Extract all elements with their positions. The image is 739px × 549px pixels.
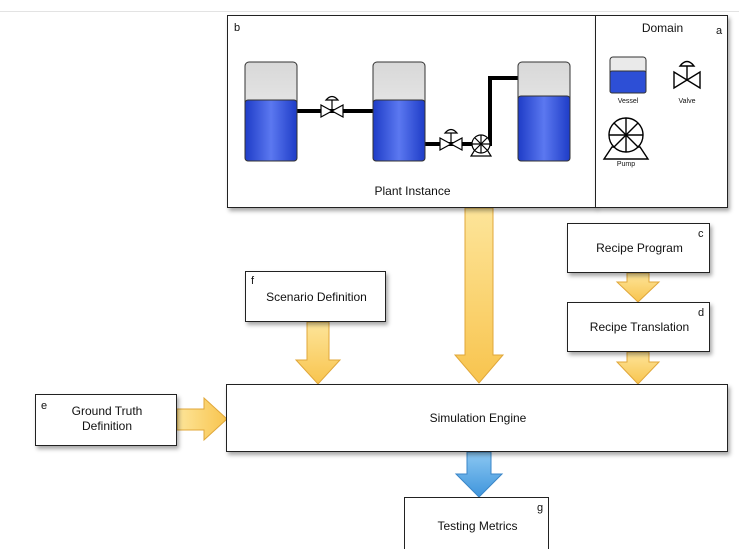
domain-pump-label: Pump [616,161,636,168]
recipe-program-letter: c [698,228,704,240]
domain-icons [602,56,701,160]
simulation-engine-label: Simulation Engine [429,411,527,425]
plant-instance-box: b Plant Instance [227,15,596,208]
domain-pump-icon [602,117,650,160]
testing-metrics-box: Testing Metrics g [404,497,549,549]
arrow-groundtruth-to-engine [176,396,228,442]
arrow-translation-to-engine [615,351,661,385]
domain-valve-label: Valve [678,98,696,105]
domain-letter: a [716,25,723,37]
scenario-definition-letter: f [251,275,255,287]
simulation-engine-box: Simulation Engine [226,384,728,452]
pump-icon [469,134,493,157]
domain-vessel-label: Vessel [617,98,639,105]
domain-vessel-icon [609,56,647,94]
vessel-1-icon [244,61,298,162]
ground-truth-box: Ground Truth Definition e [35,394,177,446]
plant-letter: b [234,22,241,34]
vessel-2-icon [372,61,426,162]
arrow-program-to-translation [615,272,661,303]
recipe-program-label: Recipe Program [596,241,683,255]
testing-metrics-letter: g [537,502,544,514]
recipe-translation-box: Recipe Translation d [567,302,710,352]
arrow-engine-to-metrics [454,451,504,498]
plant-instance-label: Plant Instance [374,184,451,198]
arrow-scenario-to-engine [294,321,342,385]
scenario-definition-box: Scenario Definition f [245,271,386,322]
testing-metrics-label: Testing Metrics [437,519,518,533]
ground-truth-label: Ground Truth Definition [71,404,143,433]
arrow-plant-to-engine [453,207,505,384]
domain-valve-icon [673,60,701,90]
recipe-translation-label: Recipe Translation [589,320,690,334]
valve-1-icon [320,95,344,119]
ground-truth-letter: e [41,400,48,412]
valve-2-icon [439,128,463,152]
plant-schematic [244,61,571,162]
recipe-translation-letter: d [698,307,705,319]
top-divider [0,11,739,12]
domain-title: Domain [641,21,684,35]
vessel-3-icon [517,61,571,162]
scenario-definition-label: Scenario Definition [266,290,367,304]
recipe-program-box: Recipe Program c [567,223,710,273]
domain-box: Domain a Vessel Valve Pump [595,15,728,208]
